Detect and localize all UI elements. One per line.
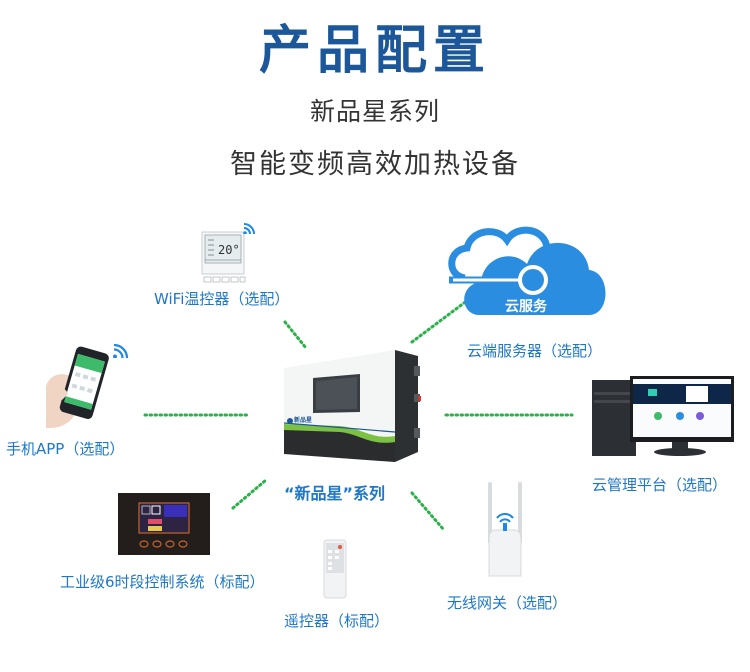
cloud-icon — [448, 226, 606, 315]
wifi-thermostat-label: WiFi温控器（选配） — [154, 290, 290, 308]
desktop-computer-icon — [592, 376, 734, 456]
cloud-platform-label: 云管理平台（选配） — [592, 476, 728, 494]
thermostat-icon: 20° — [201, 231, 246, 283]
device-logo-text: 新品星 — [294, 417, 313, 424]
center-device-label: “新品星”系列 — [284, 484, 386, 503]
connector-control — [231, 478, 268, 510]
node-control-system: 工业级6时段控制系统（标配） — [58, 493, 278, 593]
node-cloud-platform: 云管理平台（选配） — [580, 372, 750, 497]
cloud-server-label: 云端服务器（选配） — [467, 342, 603, 360]
mobile-app-label: 手机APP（选配） — [6, 440, 125, 458]
remote-control-label: 遥控器（标配） — [284, 612, 390, 630]
center-device: 新品星 “新品星”系列 — [270, 342, 430, 507]
smartphone-icon — [46, 346, 109, 428]
connector-thermostat — [283, 320, 308, 350]
wifi-signal-icon — [243, 223, 255, 234]
connector-gateway — [410, 491, 446, 532]
page-title: 产品配置 — [258, 20, 491, 81]
node-cloud-server: 云服务 云端服务器（选配） — [445, 218, 615, 360]
wifi-signal-icon — [113, 343, 129, 358]
node-wireless-gateway: 无线网关（选配） — [445, 478, 585, 613]
node-mobile-app: 手机APP（选配） — [0, 338, 145, 460]
wireless-gateway-label: 无线网关（选配） — [447, 594, 568, 612]
node-wifi-thermostat: 20° WiFi温控器（选配） — [150, 218, 300, 308]
router-icon — [488, 482, 522, 577]
control-system-label: 工业级6时段控制系统（标配） — [60, 573, 265, 591]
series-subtitle: 新品星系列 — [309, 97, 440, 126]
product-description: 智能变频高效加热设备 — [230, 149, 520, 180]
water-heater-device-icon — [283, 350, 421, 462]
svg-text:20°: 20° — [218, 243, 240, 257]
control-panel-icon — [118, 493, 210, 555]
cloud-service-badge: 云服务 — [505, 299, 547, 315]
connector-cloud — [410, 298, 470, 344]
remote-control-icon — [323, 539, 347, 599]
node-remote-control: 遥控器（标配） — [280, 538, 400, 633]
